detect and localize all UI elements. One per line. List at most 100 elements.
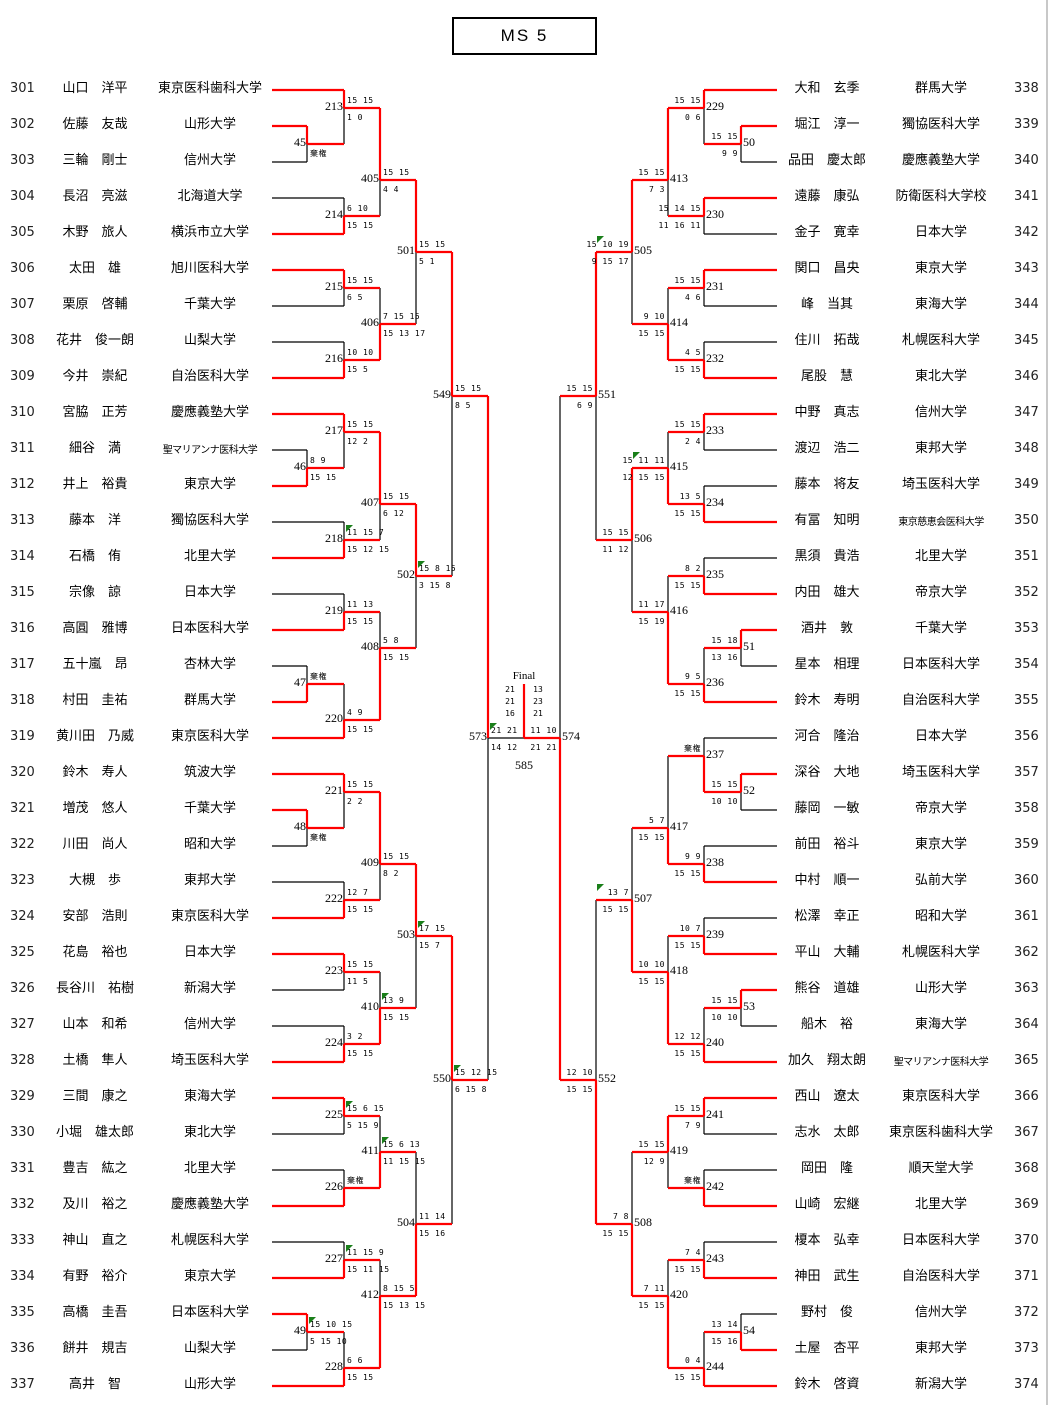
match-number[interactable]: 221 (325, 783, 343, 797)
player-name[interactable]: 榎本 弘幸 (794, 1233, 860, 1248)
player-name[interactable]: 増茂 悠人 (62, 801, 128, 816)
match-number[interactable]: 236 (706, 675, 724, 689)
match-number[interactable]: 48 (294, 819, 306, 833)
match-number[interactable]: 243 (706, 1251, 724, 1265)
match-number[interactable]: 240 (706, 1035, 724, 1049)
player-name[interactable]: 山本 和希 (62, 1017, 128, 1032)
match-number[interactable]: 226 (325, 1179, 343, 1193)
match-number[interactable]: 225 (325, 1107, 343, 1121)
match-number[interactable]: 410 (361, 999, 379, 1013)
match-number[interactable]: 52 (743, 783, 755, 797)
player-name[interactable]: 遠藤 康弘 (794, 189, 860, 204)
match-number[interactable]: 502 (397, 567, 415, 581)
match-number[interactable]: 415 (670, 459, 688, 473)
match-number[interactable]: 217 (325, 423, 343, 437)
player-name[interactable]: 小堀 雄太郎 (55, 1125, 134, 1140)
player-name[interactable]: 高橋 圭吾 (62, 1305, 128, 1320)
player-name[interactable]: 餅井 規吉 (62, 1341, 128, 1356)
match-number[interactable]: 214 (325, 207, 343, 221)
player-name[interactable]: 三間 康之 (62, 1089, 128, 1104)
match-number[interactable]: 219 (325, 603, 343, 617)
player-name[interactable]: 大槻 歩 (68, 873, 121, 888)
player-name[interactable]: 岡田 隆 (800, 1161, 853, 1176)
match-number[interactable]: 244 (706, 1359, 724, 1373)
match-number[interactable]: 232 (706, 351, 724, 365)
player-name[interactable]: 豊吉 紘之 (62, 1161, 128, 1176)
match-number[interactable]: 222 (325, 891, 343, 905)
match-number[interactable]: 411 (361, 1143, 379, 1157)
match-number[interactable]: 552 (598, 1071, 616, 1085)
match-number[interactable]: 550 (433, 1071, 451, 1085)
player-name[interactable]: 船木 裕 (800, 1017, 853, 1032)
match-number[interactable]: 416 (670, 603, 688, 617)
match-number[interactable]: 49 (294, 1323, 306, 1337)
match-number[interactable]: 242 (706, 1179, 724, 1193)
player-name[interactable]: 有冨 知明 (794, 513, 860, 528)
player-name[interactable]: 関口 昌央 (794, 261, 860, 276)
player-name[interactable]: 藤岡 一敏 (794, 801, 860, 816)
player-name[interactable]: 藤本 将友 (794, 477, 860, 492)
match-number[interactable]: 227 (325, 1251, 343, 1265)
match-number[interactable]: 231 (706, 279, 724, 293)
match-number[interactable]: 408 (361, 639, 379, 653)
player-name[interactable]: 土橋 隼人 (62, 1053, 128, 1068)
player-name[interactable]: 鈴木 寿人 (62, 765, 128, 780)
player-name[interactable]: 渡辺 浩二 (794, 441, 860, 456)
match-number[interactable]: 405 (361, 171, 379, 185)
player-name[interactable]: 山崎 宏継 (794, 1197, 860, 1212)
player-name[interactable]: 鈴木 寿明 (794, 693, 860, 708)
player-name[interactable]: 峰 当其 (800, 297, 853, 312)
match-number[interactable]: 503 (397, 927, 415, 941)
match-number[interactable]: 412 (361, 1287, 379, 1301)
player-name[interactable]: 金子 寛幸 (794, 225, 860, 240)
match-number[interactable]: 235 (706, 567, 724, 581)
match-number[interactable]: 213 (325, 99, 343, 113)
match-number[interactable]: 239 (706, 927, 724, 941)
player-name[interactable]: 花井 俊一朗 (55, 333, 134, 348)
player-name[interactable]: 前田 裕斗 (794, 837, 860, 852)
match-number[interactable]: 216 (325, 351, 343, 365)
player-name[interactable]: 深谷 大地 (794, 765, 860, 780)
player-name[interactable]: 長谷川 祐樹 (55, 981, 134, 996)
player-name[interactable]: 有野 裕介 (62, 1269, 128, 1284)
player-name[interactable]: 木野 旅人 (62, 225, 128, 240)
match-number[interactable]: 574 (562, 729, 580, 743)
player-name[interactable]: 星本 相理 (794, 657, 860, 672)
player-name[interactable]: 鈴木 啓資 (794, 1377, 860, 1392)
player-name[interactable]: 栗原 啓輔 (62, 297, 128, 312)
player-name[interactable]: 河合 隆治 (794, 729, 860, 744)
match-number[interactable]: 414 (670, 315, 688, 329)
player-name[interactable]: 宮脇 正芳 (62, 405, 128, 420)
player-name[interactable]: 今井 崇紀 (62, 369, 128, 384)
player-name[interactable]: 内田 雄大 (794, 585, 860, 600)
player-name[interactable]: 平山 大輔 (794, 945, 860, 960)
match-number[interactable]: 419 (670, 1143, 688, 1157)
match-number[interactable]: 418 (670, 963, 688, 977)
player-name[interactable]: 細谷 満 (68, 441, 121, 456)
match-number[interactable]: 223 (325, 963, 343, 977)
player-name[interactable]: 三輪 剛士 (62, 153, 128, 168)
player-name[interactable]: 長沼 亮滋 (62, 189, 128, 204)
player-name[interactable]: 山口 洋平 (62, 81, 128, 96)
player-name[interactable]: 井上 裕貴 (62, 477, 128, 492)
player-name[interactable]: 土屋 杏平 (794, 1341, 860, 1356)
player-name[interactable]: 大和 玄季 (794, 81, 860, 96)
match-number[interactable]: 228 (325, 1359, 343, 1373)
player-name[interactable]: 黒須 貴浩 (794, 549, 860, 564)
player-name[interactable]: 神田 武生 (794, 1269, 860, 1284)
match-number[interactable]: 45 (294, 135, 306, 149)
player-name[interactable]: 中野 真志 (794, 405, 860, 420)
player-name[interactable]: 酒井 敦 (800, 621, 853, 636)
player-name[interactable]: 佐藤 友哉 (62, 117, 128, 132)
player-name[interactable]: 西山 遼太 (794, 1089, 860, 1104)
player-name[interactable]: 堀江 淳一 (794, 117, 860, 132)
match-number[interactable]: 237 (706, 747, 724, 761)
player-name[interactable]: 加久 翔太朗 (787, 1053, 866, 1068)
match-number[interactable]: 220 (325, 711, 343, 725)
player-name[interactable]: 太田 雄 (68, 261, 121, 276)
match-number[interactable]: 53 (743, 999, 755, 1013)
player-name[interactable]: 五十嵐 昂 (62, 657, 128, 672)
match-number[interactable]: 407 (361, 495, 379, 509)
match-number[interactable]: 504 (397, 1215, 415, 1229)
player-name[interactable]: 品田 慶太郎 (787, 153, 866, 168)
